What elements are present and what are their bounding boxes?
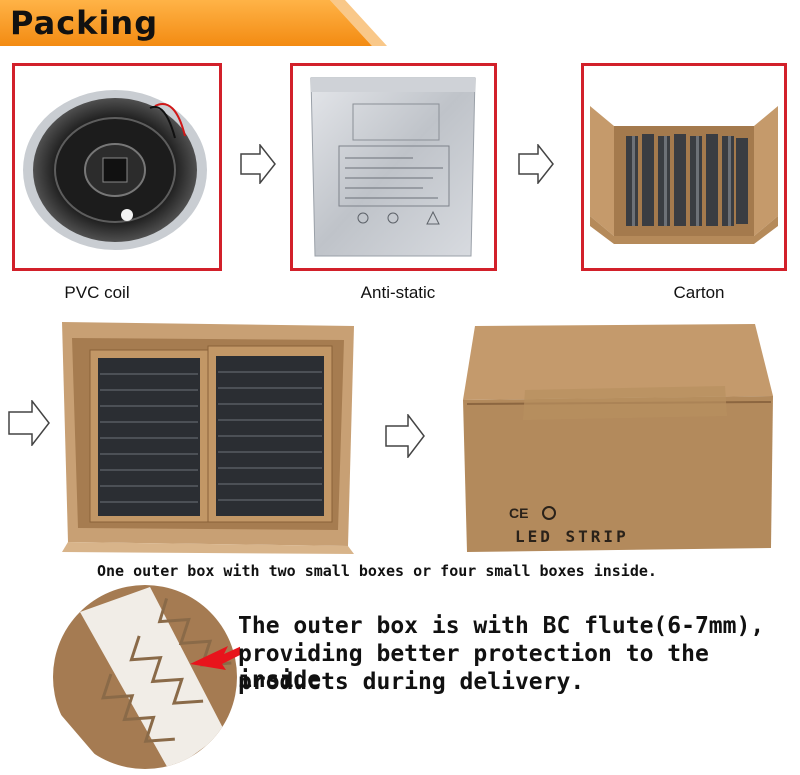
anti-static-caption: Anti-static	[360, 283, 436, 302]
flute-text-line-1: The outer box is with BC flute(6-7mm),	[238, 613, 765, 639]
bc-flute-cross-section-photo	[50, 582, 240, 772]
pvc-coil-caption: PVC coil	[64, 283, 130, 302]
header-banner: Packing	[0, 0, 800, 46]
boxes-caption: One outer box with two small boxes or fo…	[97, 562, 657, 580]
flute-text-line-3: products during delivery.	[238, 669, 585, 695]
pvc-coil-photo	[12, 63, 222, 271]
ce-mark: CE	[509, 505, 528, 521]
page-title: Packing	[10, 4, 159, 42]
outer-box-inner-boxes-photo	[58, 316, 358, 556]
arrow-right-icon	[385, 414, 425, 458]
closed-carton-photo: CE LED STRIP	[455, 320, 785, 560]
carton-caption: Carton	[673, 283, 725, 302]
arrow-right-icon	[8, 400, 50, 446]
led-strip-mark: LED STRIP	[515, 527, 629, 546]
open-carton-photo	[581, 63, 787, 271]
arrow-right-icon	[240, 144, 276, 184]
arrow-right-icon	[518, 144, 554, 184]
anti-static-bag-photo	[290, 63, 497, 271]
flute-text-line-2: providing better protection to the insid…	[238, 641, 709, 693]
